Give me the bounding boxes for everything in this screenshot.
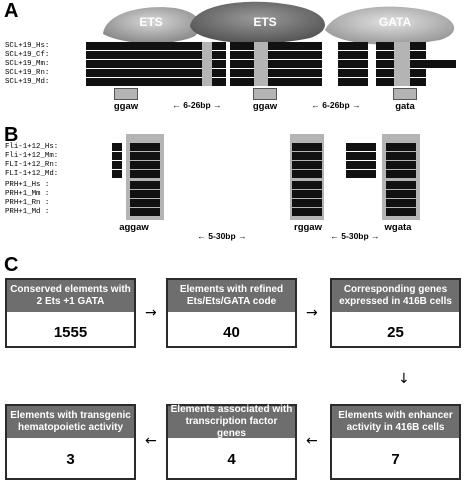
flow-box-transgenic-activity: Elements with transgenic hematopoietic a…: [5, 404, 136, 480]
motif-label-b-2: rggaw: [294, 222, 322, 233]
flow-arrow-right-2: →: [306, 305, 318, 321]
seq-name-scl-mm: SCL+19_Mm:: [5, 60, 50, 68]
flow-box-count: 7: [391, 451, 400, 468]
ets-protein-blob-2: [190, 1, 325, 44]
panel-letter-c: C: [4, 254, 19, 276]
flow-box-count: 3: [66, 451, 75, 468]
flow-box-title: Corresponding genes expressed in 416B ce…: [332, 280, 459, 312]
flow-box-title: Elements with refined Ets/Ets/GATA code: [168, 280, 295, 312]
flow-box-transcription-factor: Elements associated with transcription f…: [166, 404, 297, 480]
motif-label-a-3: gata: [395, 101, 415, 112]
flow-box-expressed-genes: Corresponding genes expressed in 416B ce…: [330, 278, 461, 348]
motif-box-a-1: [114, 88, 138, 100]
seq-name-prh-md: PRH+1_Md :: [5, 208, 50, 216]
flow-box-title: Elements associated with transcription f…: [168, 404, 295, 439]
flow-box-count: 40: [223, 324, 240, 341]
spacing-label-b-1: ← 5-30bp →: [197, 231, 247, 241]
flow-box-count: 25: [387, 324, 404, 341]
spacing-label-a-1: ← 6-26bp →: [152, 100, 242, 110]
motif-label-a-2: ggaw: [252, 101, 278, 112]
flow-box-enhancer-activity: Elements with enhancer activity in 416B …: [330, 404, 461, 480]
motif-box-a-3: [393, 88, 417, 100]
spacing-label-b-2: ← 5-30bp →: [330, 231, 380, 241]
motif-label-b-3: wgata: [384, 222, 412, 233]
protein-blobs: ETS ETS GATA: [103, 1, 455, 45]
protein-label-gata: GATA: [379, 15, 412, 29]
protein-label-ets-1: ETS: [139, 15, 162, 29]
gata-protein-blob: [325, 6, 455, 45]
motif-label-b-1: aggaw: [119, 222, 149, 233]
flow-arrow-down: ↓: [398, 371, 410, 387]
panel-b-alignment: [112, 134, 420, 220]
seq-name-prh-mm: PRH+1_Mm :: [5, 190, 50, 198]
panel-a-alignment: [86, 42, 456, 86]
flow-box-count: 1555: [53, 324, 88, 341]
flow-arrow-left-2: ←: [145, 433, 157, 449]
flow-box-conserved-elements: Conserved elements with 2 Ets +1 GATA 15…: [5, 278, 136, 348]
seq-name-scl-md: SCL+19_Md:: [5, 78, 50, 86]
motif-label-a-1: ggaw: [113, 101, 139, 112]
flow-box-count: 4: [227, 451, 236, 468]
flow-box-title: Conserved elements with 2 Ets +1 GATA: [7, 280, 134, 312]
panel-letter-b: B: [4, 124, 19, 146]
spacing-label-a-2: ← 6-26bp →: [290, 100, 382, 110]
flow-arrow-right-1: →: [145, 305, 157, 321]
seq-name-fli-md: FLI-1+12_Md:: [5, 170, 59, 178]
seq-name-fli-hs: Fli-1+12_Hs:: [5, 143, 59, 151]
seq-name-scl-rn: SCL+19_Rn:: [5, 69, 50, 77]
panel-letter-a: A: [4, 0, 19, 22]
flow-arrow-left-1: ←: [306, 433, 318, 449]
flow-box-title: Elements with transgenic hematopoietic a…: [7, 406, 134, 438]
seq-name-fli-mm: Fli-1+12_Mm:: [5, 152, 59, 160]
seq-name-prh-rn: PRH+1_Rn :: [5, 199, 50, 207]
ets-protein-blob-1: [103, 7, 201, 44]
flow-box-title: Elements with enhancer activity in 416B …: [332, 406, 459, 438]
seq-name-scl-cf: SCL+19_Cf:: [5, 51, 50, 59]
motif-box-a-2: [253, 88, 277, 100]
seq-name-prh-hs: PRH+1_Hs :: [5, 181, 50, 189]
seq-name-scl-hs: SCL+19_Hs:: [5, 42, 50, 50]
seq-name-fli-rn: FLI-1+12_Rn:: [5, 161, 59, 169]
flow-box-refined-code: Elements with refined Ets/Ets/GATA code …: [166, 278, 297, 348]
protein-label-ets-2: ETS: [253, 15, 276, 29]
